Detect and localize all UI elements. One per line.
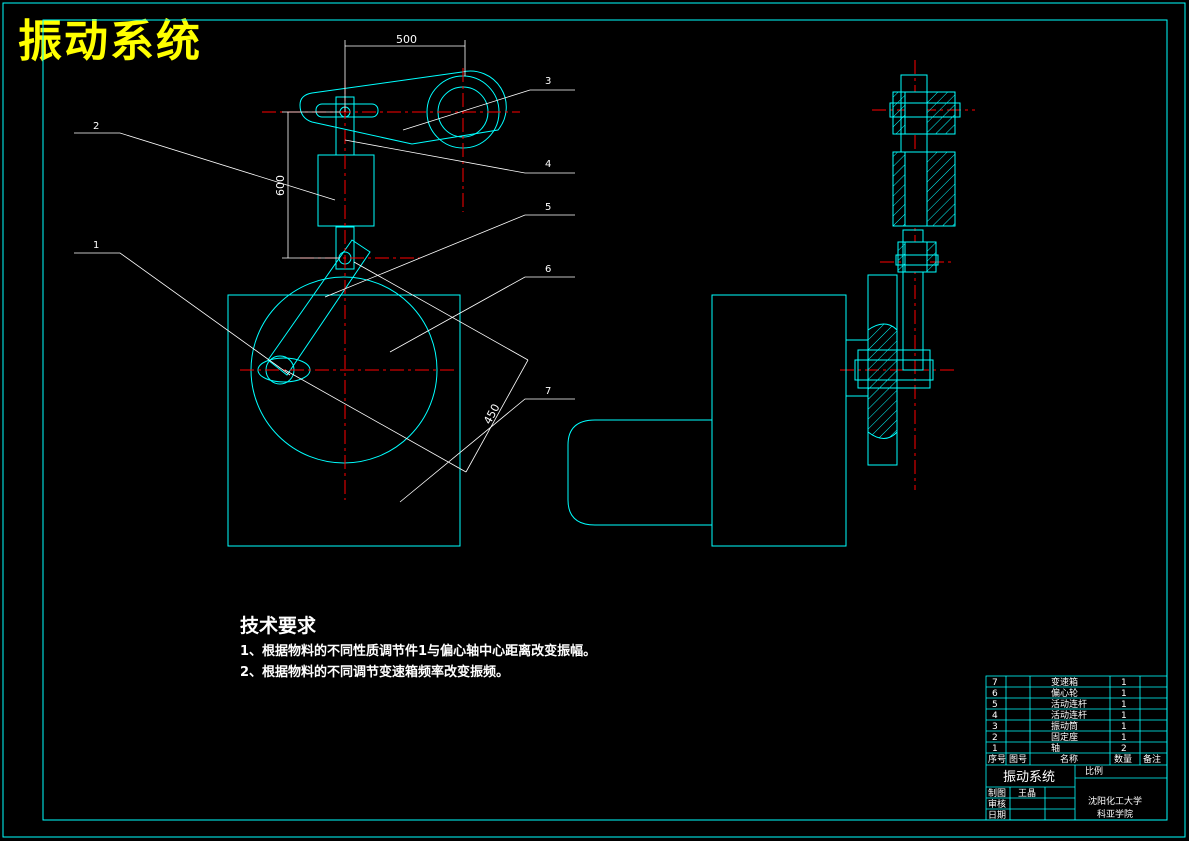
bom-row-qty: 1 (1121, 711, 1127, 721)
bom-row-qty: 1 (1121, 733, 1127, 743)
bom-row-qty: 1 (1121, 689, 1127, 699)
callout-2: 2 (93, 121, 99, 132)
drawing-title: 振动系统 (18, 16, 202, 67)
tech-requirement-1: 1、根据物料的不同性质调节件1与偏心轴中心距离改变振幅。 (240, 644, 597, 659)
bom-row-qty: 1 (1121, 700, 1127, 710)
tech-requirement-2: 2、根据物料的不同调节变速箱频率改变振频。 (240, 665, 510, 680)
bom-row-name: 活动连杆 (1051, 709, 1087, 721)
tb-drawn-label: 制图 (988, 787, 1006, 799)
bom-header-note: 备注 (1143, 753, 1161, 765)
bom-row-name: 振动筒 (1051, 720, 1078, 732)
callout-6: 6 (545, 264, 551, 275)
callout-5: 5 (545, 202, 551, 213)
tb-drawing-name: 振动系统 (1003, 770, 1055, 785)
tb-checked-label: 审核 (988, 798, 1006, 810)
bom-row-no: 4 (992, 711, 998, 721)
bom-row-qty: 1 (1121, 722, 1127, 732)
tech-requirements-heading: 技术要求 (240, 615, 317, 637)
link-2-block (317, 154, 375, 227)
gearbox (711, 294, 847, 547)
bom-row-name: 偏心轮 (1051, 687, 1078, 699)
callout-7: 7 (545, 386, 551, 397)
side-view (567, 74, 961, 547)
bom-header-qty: 数量 (1114, 753, 1132, 765)
lever-arm (299, 70, 507, 145)
bom-row-name: 轴 (1051, 742, 1060, 754)
tb-drawn-by: 王晶 (1018, 788, 1036, 799)
callout-4: 4 (545, 159, 551, 170)
callout-1: 1 (93, 240, 99, 251)
base-box (227, 294, 461, 547)
tb-school-line1: 沈阳化工大学 (1088, 795, 1142, 807)
bom-row-no: 2 (992, 733, 998, 743)
bom-row-no: 3 (992, 722, 998, 732)
bom-row-no: 5 (992, 700, 998, 710)
bom-header-name: 名称 (1060, 753, 1078, 765)
bom-header-code: 图号 (1009, 754, 1027, 765)
center-lines (240, 60, 975, 500)
bom-header-no: 序号 (988, 753, 1006, 765)
link-5 (267, 239, 371, 376)
front-view (227, 70, 507, 547)
title-block (985, 675, 1168, 821)
bom-row-no: 6 (992, 689, 998, 699)
bom-row-name: 活动连杆 (1051, 698, 1087, 710)
dim-height-label: 600 (274, 175, 287, 196)
tb-scale-label: 比例 (1085, 765, 1103, 777)
motor (567, 419, 712, 526)
inner-frame (42, 19, 1168, 821)
bom-row-qty: 1 (1121, 678, 1127, 688)
dim-width-label: 500 (396, 33, 417, 46)
bom-row-qty: 2 (1121, 744, 1127, 754)
callout-numbers: 2 1 3 4 5 6 7 (93, 76, 551, 397)
tb-school-line2: 科亚学院 (1097, 808, 1133, 820)
bom-row-no: 1 (992, 744, 998, 754)
leaders (74, 89, 575, 503)
bom-row-name: 变速箱 (1051, 676, 1078, 688)
tb-date-label: 日期 (988, 810, 1006, 821)
bom-row-name: 固定座 (1051, 731, 1078, 743)
dimension-labels: 500 600 450 (274, 33, 503, 426)
bom-row-no: 7 (992, 678, 998, 688)
callout-3: 3 (545, 76, 551, 87)
dim-diagonal-label: 450 (481, 402, 502, 427)
